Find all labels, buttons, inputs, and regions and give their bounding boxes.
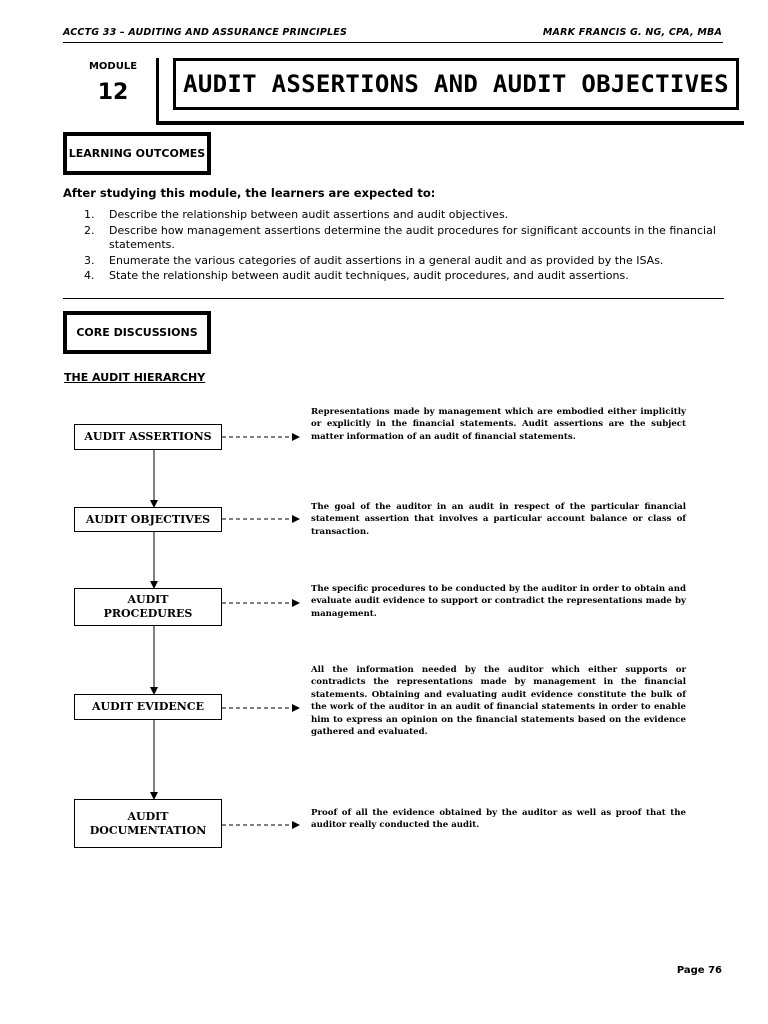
list-item: 1.Describe the relationship between audi… bbox=[84, 208, 509, 221]
list-item: 4.State the relationship between audit a… bbox=[84, 269, 629, 282]
title-rule bbox=[156, 121, 744, 125]
description-audit-objectives: The goal of the auditor in an audit in r… bbox=[311, 502, 686, 537]
description-audit-assertions: Representations made by management which… bbox=[311, 407, 686, 442]
learning-outcomes-heading: LEARNING OUTCOMES bbox=[63, 132, 211, 175]
learning-outcomes-intro: After studying this module, the learners… bbox=[63, 186, 436, 200]
node-audit-procedures: AUDIT PROCEDURES bbox=[74, 588, 222, 626]
section-rule bbox=[63, 298, 724, 299]
node-audit-documentation: AUDIT DOCUMENTATION bbox=[74, 799, 222, 848]
module-title-box: AUDIT ASSERTIONS AND AUDIT OBJECTIVES bbox=[173, 58, 739, 110]
description-audit-procedures: The specific procedures to be conducted … bbox=[311, 584, 686, 619]
list-item: 3.Enumerate the various categories of au… bbox=[84, 253, 664, 267]
header-author: MARK FRANCIS G. NG, CPA, MBA bbox=[542, 27, 722, 38]
learning-outcomes-list: 1.Describe the relationship between audi… bbox=[84, 208, 732, 285]
hierarchy-title: THE AUDIT HIERARCHY bbox=[64, 371, 206, 384]
module-label: MODULE bbox=[88, 61, 138, 72]
description-audit-documentation: Proof of all the evidence obtained by th… bbox=[311, 808, 686, 831]
header-course-title: ACCTG 33 – AUDITING AND ASSURANCE PRINCI… bbox=[63, 27, 348, 38]
page-number: Page 76 bbox=[676, 965, 722, 976]
module-number: 12 bbox=[97, 80, 129, 105]
description-audit-evidence: All the information needed by the audito… bbox=[311, 665, 686, 738]
core-discussions-heading: CORE DISCUSSIONS bbox=[63, 311, 211, 354]
module-title: AUDIT ASSERTIONS AND AUDIT OBJECTIVES bbox=[183, 70, 729, 98]
header-rule bbox=[63, 42, 723, 43]
node-audit-objectives: AUDIT OBJECTIVES bbox=[74, 507, 222, 532]
node-audit-evidence: AUDIT EVIDENCE bbox=[74, 694, 222, 720]
module-divider bbox=[156, 58, 159, 122]
node-audit-assertions: AUDIT ASSERTIONS bbox=[74, 424, 222, 450]
list-item: 2.Describe how management assertions det… bbox=[84, 223, 716, 252]
